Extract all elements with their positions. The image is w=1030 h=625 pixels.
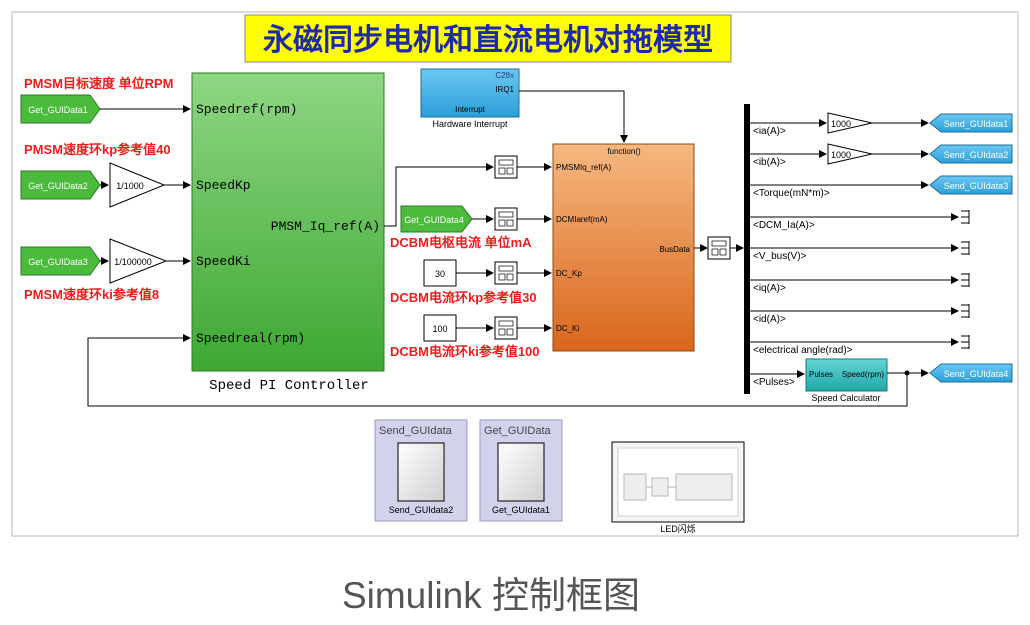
svg-text:PMSMIq_ref(A): PMSMIq_ref(A) [556,163,611,172]
send-guidata1-block[interactable]: Send_GUIdata1 [929,113,1013,133]
led-thumb-compare [651,477,669,497]
bus-signal-ib: <ib(A)> [753,157,786,168]
bus-signal-torque: <Torque(mN*m)> [753,188,830,199]
pi-in-speedref: Speedref(rpm) [196,102,297,117]
title-text: 永磁同步电机和直流电机对拖模型 [263,23,713,58]
svg-text:1/100000: 1/100000 [114,257,152,267]
speed-calculator-name: Speed Calculator [811,393,880,403]
bus-signal-id: <id(A)> [753,314,786,325]
pi-in-speedki: SpeedKi [196,254,251,269]
svg-text:Send_GUIdata3: Send_GUIdata3 [944,181,1009,191]
bus-signal-vbus: <V_bus(V)> [753,251,807,262]
terminator-5 [961,335,970,349]
terminator-3 [961,273,970,287]
led-subsystem-name: LED闪烁 [660,523,696,534]
wire-speed-feedback [87,334,908,407]
bus-signal-iq: <iq(A)> [753,283,786,294]
svg-text:Send_GUIdata: Send_GUIdata [379,425,453,437]
hardware-interrupt-block[interactable]: C28x IRQ1 Interrupt [420,68,520,118]
mux-block-2 [494,207,518,231]
svg-text:Get_GUIData1: Get_GUIData1 [28,105,88,115]
svg-text:Pulses: Pulses [809,370,833,379]
svg-text:DC_Ki: DC_Ki [556,324,579,333]
gain-ki-block[interactable]: 1/100000 [109,238,168,284]
speed-calculator-block[interactable]: Pulses Speed(rpm) [805,358,888,392]
get-guidata4-block[interactable]: Get_GUIData4 [400,205,473,233]
svg-text:DC_Kp: DC_Kp [556,269,582,278]
dcbm-current-kp-label: DCBM电流环kp参考值30 [390,290,537,305]
dcbm-current-ki-label: DCBM电流环ki参考值100 [390,344,540,359]
wire-iqref [384,163,494,227]
svg-text:Send_GUIdata1: Send_GUIdata1 [944,119,1009,129]
bus-selector [744,104,750,394]
get-guidata-subsystem[interactable]: Get_GUIData Get_GUIdata1 [479,419,563,522]
pi-in-speedreal: Speedreal(rpm) [196,331,305,346]
constant-30-block[interactable]: 30 [423,259,457,287]
led-thumb-digital-output [675,473,733,501]
bus-signal-ia: <ia(A)> [753,126,786,137]
svg-text:Send_GUIdata4: Send_GUIdata4 [944,369,1009,379]
svg-text:Interrupt: Interrupt [455,105,486,114]
constant-100-block[interactable]: 100 [423,314,457,342]
get-guidata2-block[interactable]: Get_GUIData2 [20,170,101,200]
bus-creator-block [707,236,731,260]
function-call-subsystem[interactable]: function() PMSMIq_ref(A) DCMIaref(mA) DC… [552,143,695,352]
pmsm-target-speed-label: PMSM目标速度 单位RPM [24,76,174,91]
svg-text:1/1000: 1/1000 [116,181,144,191]
svg-text:Get_GUIData2: Get_GUIData2 [28,181,88,191]
figure-caption: Simulink 控制框图 [342,575,640,616]
pmsm-speed-kp-label: PMSM速度环kp参考值40 [24,142,171,157]
led-thumb-counter [623,473,647,501]
gain-ib-block[interactable]: 1000 [827,143,873,165]
bus-signal-pulses: <Pulses> [753,377,795,388]
mux-block-1 [494,155,518,179]
svg-text:Send_GUIdata2: Send_GUIdata2 [389,505,454,515]
svg-text:1000: 1000 [831,119,851,129]
terminator-4 [961,304,970,318]
svg-text:function(): function() [607,147,641,156]
svg-text:Get_GUIdata1: Get_GUIdata1 [492,505,550,515]
svg-text:Get_GUIData4: Get_GUIData4 [404,215,464,225]
diagram-title: 永磁同步电机和直流电机对拖模型 [244,14,732,63]
dcbm-armature-current-label: DCBM电枢电流 单位mA [390,235,532,250]
bus-signal-electrical-angle: <electrical angle(rad)> [753,345,853,356]
terminator-2 [961,241,970,255]
terminator-1 [961,210,970,224]
svg-text:DCMIaref(mA): DCMIaref(mA) [556,215,608,224]
wire-irq-trigger [519,90,628,143]
send-guidata2-block[interactable]: Send_GUIdata2 [929,144,1013,164]
svg-text:BusData: BusData [659,245,690,254]
bus-signal-dcm-ia: <DCM_Ia(A)> [753,220,815,231]
pi-in-speedkp: SpeedKp [196,178,251,193]
svg-text:1000: 1000 [831,150,851,160]
mux-block-3 [494,261,518,285]
pmsm-speed-ki-label: PMSM速度环ki参考值8 [24,287,159,302]
pi-controller-name: Speed PI Controller [209,378,369,394]
svg-text:Get_GUIData: Get_GUIData [484,425,552,437]
svg-text:IRQ1: IRQ1 [495,85,514,94]
mux-block-4 [494,316,518,340]
svg-text:100: 100 [432,324,447,334]
get-guidata3-block[interactable]: Get_GUIData3 [20,246,101,276]
svg-text:30: 30 [435,269,445,279]
hardware-interrupt-name: Hardware Interrupt [432,119,508,129]
svg-text:C28x: C28x [495,71,514,80]
branch-point [904,370,910,376]
gain-ia-block[interactable]: 1000 [827,112,873,134]
led-blink-subsystem[interactable] [611,441,745,523]
svg-text:Speed(rpm): Speed(rpm) [842,370,885,379]
svg-text:Send_GUIdata2: Send_GUIdata2 [944,150,1009,160]
speed-pi-controller-block[interactable]: Speedref(rpm) SpeedKp SpeedKi Speedreal(… [191,72,385,372]
gain-kp-block[interactable]: 1/1000 [109,162,166,208]
send-guidata3-block[interactable]: Send_GUIdata3 [929,175,1013,195]
send-guidata4-block[interactable]: Send_GUIdata4 [929,363,1013,383]
svg-text:Get_GUIData3: Get_GUIData3 [28,257,88,267]
pi-out-iqref: PMSM_Iq_ref(A) [271,219,380,234]
get-guidata1-block[interactable]: Get_GUIData1 [20,94,101,124]
send-guidata-subsystem[interactable]: Send_GUIdata Send_GUIdata2 [374,419,468,522]
